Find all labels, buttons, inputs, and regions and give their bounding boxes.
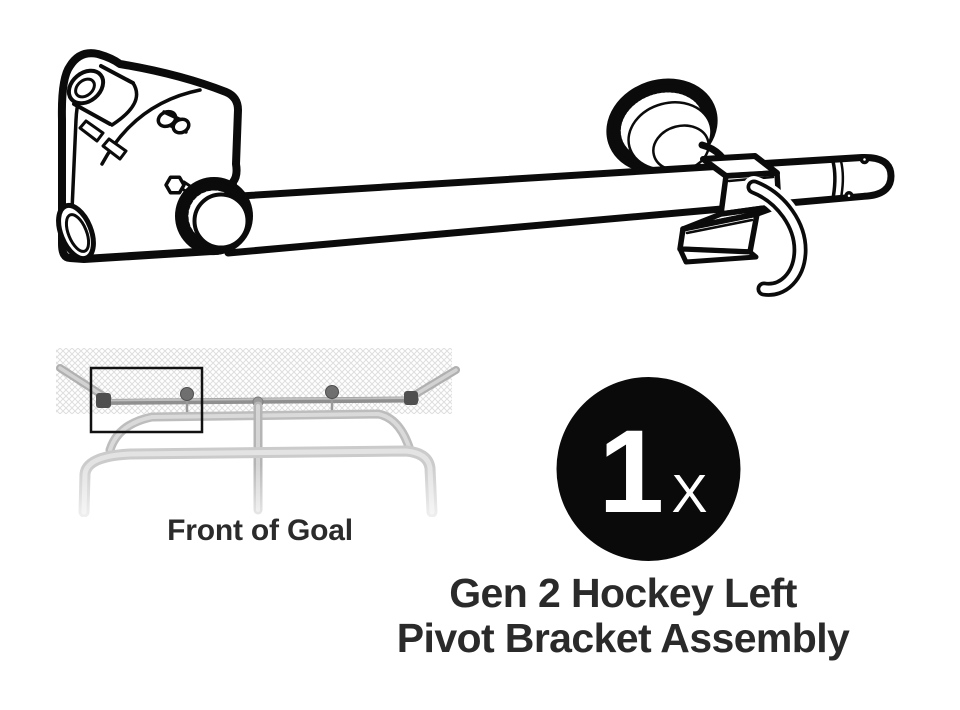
part-name-line1: Gen 2 Hockey Left [449, 570, 797, 616]
pivot-bracket-right [404, 391, 418, 405]
snap-button [859, 154, 870, 165]
tube-joint-line [831, 159, 837, 198]
retaining-hook [743, 176, 811, 301]
spring-clip [677, 153, 782, 265]
pivot-bracket-left [96, 393, 111, 408]
quantity-count: 1 [598, 406, 664, 538]
quantity-badge-circle [556, 377, 741, 561]
goal-front-frame [78, 445, 438, 517]
part-name-line2: Pivot Bracket Assembly [396, 615, 850, 661]
alignment-peg [156, 109, 191, 135]
snap-button [844, 191, 854, 201]
part-name-label: Gen 2 Hockey Left Pivot Bracket Assembly [378, 571, 868, 661]
hex-bolt [164, 175, 186, 195]
post-socket [56, 202, 96, 262]
tube-joint-line [839, 159, 845, 197]
goal-caption: Front of Goal [167, 514, 353, 547]
clamp-cylinder [66, 64, 139, 127]
goal-crossbar [105, 409, 415, 455]
knob-right [325, 385, 339, 399]
knob-left [180, 387, 194, 401]
goal-location-diagram [56, 348, 460, 517]
knurled-knob [164, 175, 253, 255]
quantity-multiplier: X [672, 464, 708, 524]
highlight-box [89, 366, 204, 434]
svg-text:1 X: 1 X [598, 406, 707, 538]
pivot-bracket-assembly-drawing [56, 49, 895, 301]
quantity-badge: 1 X [556, 377, 741, 561]
